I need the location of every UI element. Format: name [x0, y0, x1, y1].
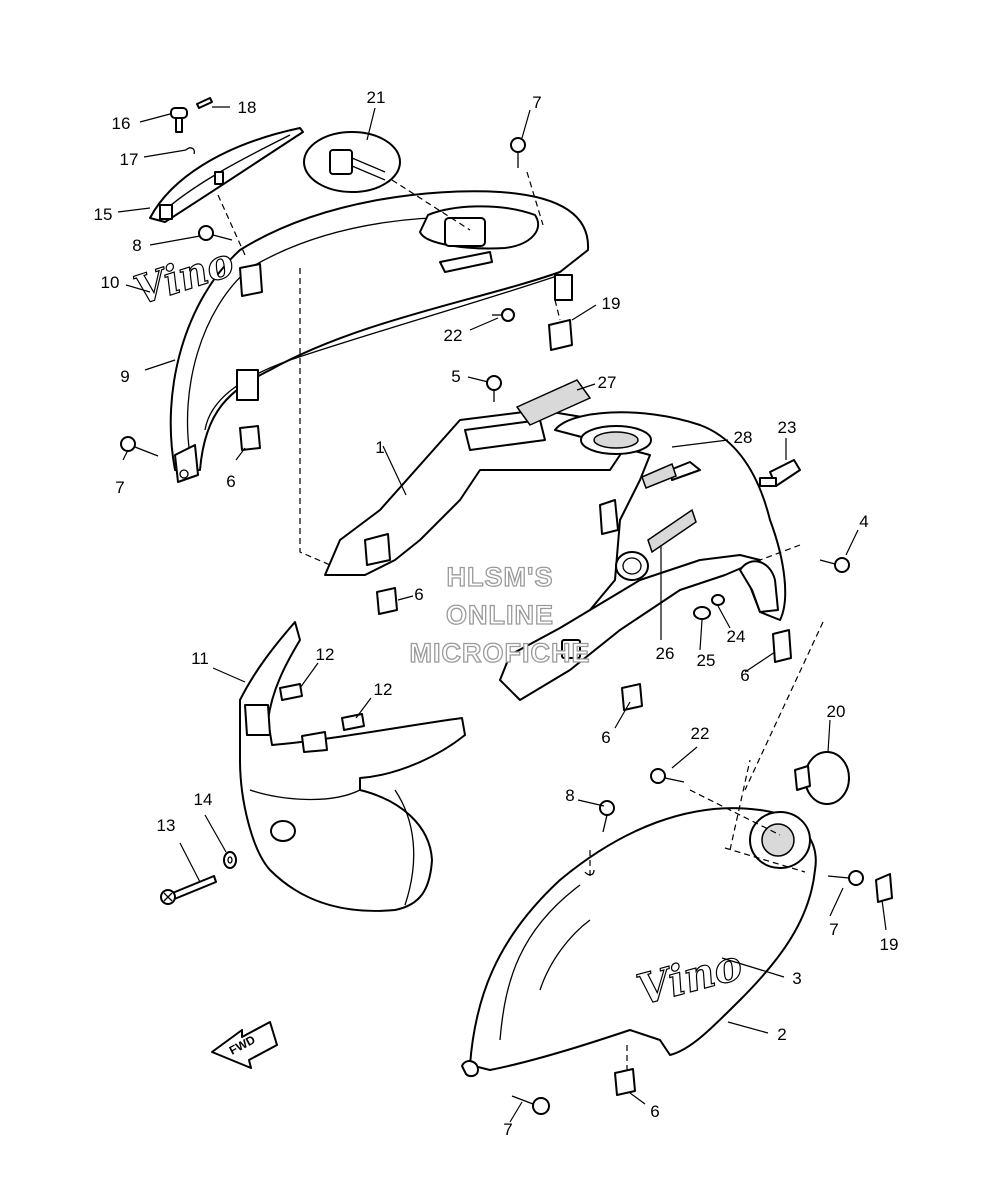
assembly-lines	[217, 171, 824, 1070]
part-number-label: 6	[740, 666, 749, 685]
part-number-label: 6	[414, 585, 423, 604]
part-number-label: 26	[656, 644, 675, 663]
screws	[120, 137, 864, 1115]
side-cover: Vino	[461, 807, 817, 1078]
clips-19	[548, 319, 893, 903]
part-number-label: 25	[697, 651, 716, 670]
part-number-label: 14	[194, 790, 213, 809]
part-number-label: 22	[691, 724, 710, 743]
part-number-label: 12	[374, 680, 393, 699]
part-number-label: 19	[602, 294, 621, 313]
part-number-label: 1	[375, 438, 384, 457]
part-number-label: 24	[727, 627, 746, 646]
part-number-label: 8	[132, 236, 141, 255]
part-number-label: 13	[157, 816, 176, 835]
fwd-direction-badge: FWD	[211, 1021, 278, 1069]
top-lid	[149, 127, 304, 223]
leader-lines	[117, 106, 887, 1123]
part-number-label: 23	[778, 418, 797, 437]
part-number-label: 12	[316, 645, 335, 664]
bolt-13	[160, 851, 237, 905]
part-number-label: 6	[650, 1102, 659, 1121]
rivet-23	[759, 459, 801, 487]
pin-parts	[170, 97, 213, 155]
watermark-line-3: MICROFICHE	[410, 638, 591, 668]
part-number-label: 7	[115, 478, 124, 497]
watermark-line-1: HLSM'S	[447, 562, 554, 592]
part-number-label: 7	[829, 920, 838, 939]
part-number-label: 6	[226, 472, 235, 491]
part-number-label: 20	[827, 702, 846, 721]
part-number-label: 27	[598, 373, 617, 392]
part-number-label: 18	[238, 98, 257, 117]
part-number-label: 2	[777, 1025, 786, 1044]
part-number-label: 5	[451, 367, 460, 386]
part-number-label: 22	[444, 326, 463, 345]
part-number-label: 6	[601, 728, 610, 747]
cap-20	[794, 751, 850, 805]
small-items	[515, 379, 725, 620]
watermark: HLSM'S ONLINE MICROFICHE	[409, 561, 591, 668]
nuts-6	[239, 425, 792, 1096]
part-number-label: 16	[112, 114, 131, 133]
part-number-label: 7	[532, 93, 541, 112]
part-number-label: 17	[120, 150, 139, 169]
part-number-label: 8	[565, 786, 574, 805]
part-number-label: 21	[367, 88, 386, 107]
part-number-label: 9	[120, 367, 129, 386]
front-upper-cover	[169, 190, 590, 483]
part-number-label: 3	[792, 969, 801, 988]
part-number-label: 10	[101, 273, 120, 292]
part-number-label: 15	[94, 205, 113, 224]
clips-12	[279, 683, 365, 731]
callout-21	[303, 131, 471, 231]
part-number-label: 7	[503, 1120, 512, 1139]
part-number-label: 28	[734, 428, 753, 447]
watermark-line-2: ONLINE	[446, 600, 554, 630]
part-number-label: 19	[880, 935, 899, 954]
part-number-label: 4	[859, 512, 868, 531]
legshield	[239, 621, 466, 912]
part-number-label: 11	[191, 649, 209, 668]
